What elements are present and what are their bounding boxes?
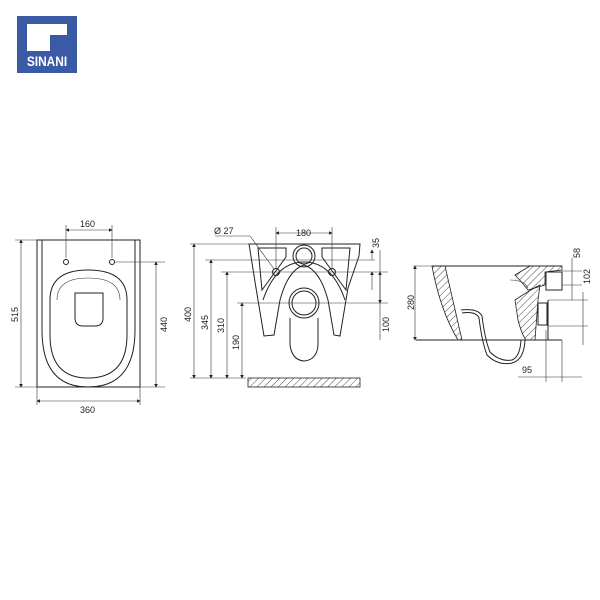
dim-400: 400 <box>183 307 193 322</box>
dim-345: 345 <box>200 315 210 330</box>
arch <box>262 261 346 301</box>
dim-58: 58 <box>572 248 582 258</box>
side-section-view: 280 58 102 95 <box>406 248 592 382</box>
front-wall-section <box>431 265 463 341</box>
dim-95: 95 <box>522 365 532 375</box>
bowl-outer <box>41 240 136 388</box>
inlet-fixture <box>545 271 563 291</box>
dim-160: 160 <box>80 219 95 229</box>
seat-inner-curve <box>56 277 121 301</box>
dim-102: 102 <box>582 269 592 284</box>
dim-diameter-27: Ø 27 <box>214 226 234 236</box>
right-cavity <box>321 247 351 292</box>
bowl-trap-outer <box>460 309 522 361</box>
top-view: 160 515 440 360 <box>10 219 169 415</box>
dim-180: 180 <box>296 228 311 238</box>
spigot <box>289 318 319 362</box>
fixing-hole-left <box>63 259 69 265</box>
rim-section <box>514 265 563 291</box>
water-inlet-inner <box>295 247 313 265</box>
logo-shape-inner <box>50 35 77 51</box>
flush-path <box>509 279 529 289</box>
dim-35: 35 <box>371 238 381 248</box>
fixing-hole-right <box>109 259 115 265</box>
logo-brand-text: SINANI <box>26 53 68 69</box>
flush-opening <box>74 292 104 327</box>
dim-100: 100 <box>381 317 391 332</box>
dim-360: 360 <box>80 405 95 415</box>
rear-view-outline <box>248 243 361 337</box>
dim-515: 515 <box>10 307 20 322</box>
dim-440: 440 <box>159 317 169 332</box>
seat-outline <box>49 269 128 379</box>
dim-280: 280 <box>406 295 416 310</box>
floor-hatch <box>247 377 361 388</box>
outlet-fixture <box>537 302 548 326</box>
dim-310: 310 <box>216 318 226 333</box>
dim-190: 190 <box>231 335 241 350</box>
left-cavity <box>257 247 287 292</box>
sinani-logo: SINANI <box>17 16 77 73</box>
bowl-trap-inner <box>461 312 526 365</box>
rear-wall-section <box>514 284 541 341</box>
rear-view: 400 345 310 190 180 Ø 27 35 100 <box>183 226 391 388</box>
water-inlet-outer <box>292 244 316 268</box>
